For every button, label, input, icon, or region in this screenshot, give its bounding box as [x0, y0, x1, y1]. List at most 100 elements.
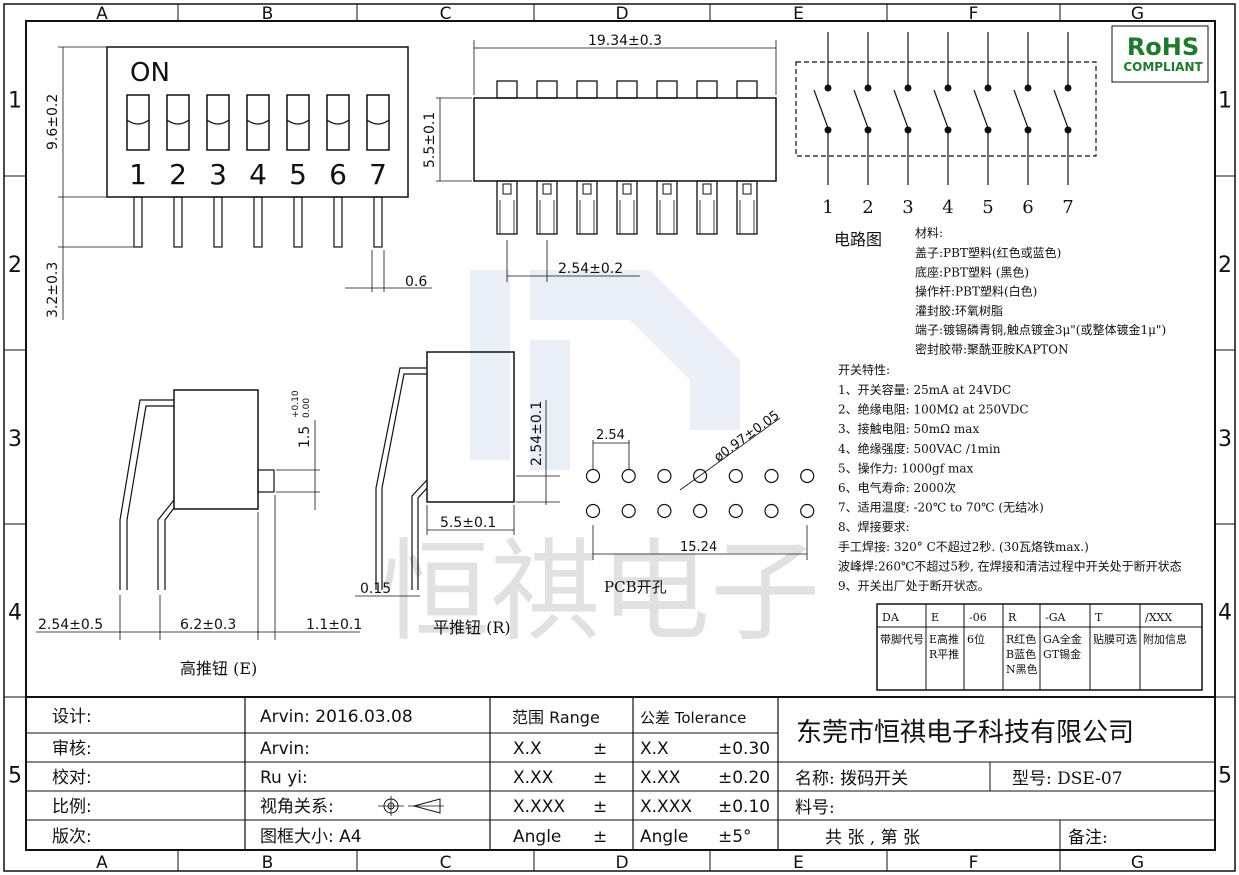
- top-tab: [576, 80, 598, 99]
- top-tab: [656, 80, 678, 99]
- actuator-slot: [366, 94, 390, 151]
- circuit-blade: [973, 89, 989, 129]
- order-code-cell: -06: [969, 611, 987, 624]
- on-label: ON: [130, 58, 170, 88]
- pin: [253, 196, 263, 248]
- order-code-desc: B蓝色: [1006, 647, 1036, 661]
- feature-line: 6、电气寿命: 2000次: [838, 480, 956, 495]
- actuator-knob: [246, 119, 270, 125]
- features-title: 开关特性:: [838, 362, 890, 377]
- circuit-blade: [813, 89, 829, 129]
- actuator-knob: [166, 119, 190, 125]
- row-label: 5: [1218, 764, 1232, 789]
- actuator-knob: [206, 119, 230, 125]
- switch-number: 2: [169, 158, 187, 191]
- high-button-view: 1.5 +0.10 0.00 2.54±0.5 6.2±0.3 1.1±0.1 …: [36, 389, 362, 678]
- actuator-knob: [126, 119, 150, 125]
- signoff-label: 审核:: [52, 739, 92, 759]
- order-code-cell: T: [1095, 611, 1103, 624]
- materials-title: 材料:: [915, 226, 943, 240]
- order-code-cell: R: [1008, 611, 1017, 624]
- range-label: X.XX: [513, 768, 554, 788]
- circuit-contact: [824, 126, 832, 134]
- top-tab: [536, 80, 558, 99]
- pcb-caption: PCB开孔: [604, 578, 667, 596]
- tolerance-value: ±0.20: [718, 768, 770, 788]
- part-number-label: 料号:: [795, 798, 835, 818]
- actuator-knob: [286, 119, 310, 125]
- tolerance-value: ±0.10: [718, 797, 770, 817]
- signoff-value: 图框大小: A4: [260, 827, 362, 847]
- actuator-slot: [286, 94, 310, 151]
- circuit-contact: [944, 126, 952, 134]
- material-line: 盖子:PBT塑料(红色或蓝色): [915, 245, 1061, 260]
- order-code-desc: R平推: [929, 647, 959, 661]
- top-tab: [616, 80, 638, 99]
- signoff-label: 校对:: [52, 768, 92, 788]
- signoff-value: Ru yi:: [260, 768, 308, 788]
- leg-detail: [542, 183, 552, 195]
- material-line: 底座:PBT塑料 (黑色): [915, 264, 1029, 279]
- range-label: X.X: [513, 739, 542, 759]
- pcb-hole: [800, 503, 815, 519]
- watermark-text: 恒祺电子: [380, 528, 820, 656]
- leg-detail: [702, 183, 712, 195]
- dim-side-height: 5.5±0.1: [422, 112, 438, 168]
- circuit-number: 1: [822, 197, 833, 218]
- bottom-leg: [696, 180, 718, 235]
- bottom-leg: [656, 180, 678, 235]
- pcb-hole: [585, 503, 601, 519]
- pin: [173, 196, 183, 248]
- circuit-number: 6: [1022, 197, 1033, 218]
- row-label: 1: [8, 89, 22, 114]
- column-label: F: [969, 4, 979, 24]
- actuator-knob: [366, 119, 390, 125]
- row-label: 2: [8, 253, 22, 278]
- pcb-hole: [764, 503, 779, 519]
- column-label: A: [96, 853, 108, 873]
- actuator-slot: [206, 94, 230, 151]
- dim-pin-width: 0.6: [405, 274, 427, 290]
- range-label: X.XXX: [513, 797, 565, 817]
- remark-label: 备注:: [1068, 828, 1108, 848]
- dim-right-offset: 1.1±0.1: [306, 617, 362, 633]
- leg-detail: [662, 183, 672, 195]
- row-label: 3: [1218, 427, 1232, 452]
- circuit-number: 7: [1062, 197, 1073, 218]
- range-header: 范围 Range: [512, 708, 600, 727]
- tolerance-label: X.XX: [640, 768, 681, 788]
- feature-line: 4、绝缘强度: 500VAC /1min: [838, 441, 1001, 456]
- materials-notes: 材料:盖子:PBT塑料(红色或蓝色)底座:PBT塑料 (黑色)操作杆:PBT塑料…: [915, 226, 1166, 357]
- switch-side-view: 19.34±0.3 5.5±0.1 2.54±0.2: [422, 33, 777, 282]
- circuit-contact: [1024, 84, 1032, 92]
- range-rows: X.X±X.XX±X.XXX±Angle±: [513, 739, 607, 847]
- tolerance-label: X.XXX: [640, 797, 692, 817]
- signoff-value: Arvin:: [260, 739, 310, 759]
- feature-line: 5、操作力: 1000gf max: [838, 460, 974, 475]
- top-tab: [696, 80, 718, 99]
- company-name: 东莞市恒祺电子科技有限公司: [796, 718, 1134, 748]
- circuit-contact: [1064, 126, 1072, 134]
- pin: [333, 196, 343, 248]
- dim-pcb-pitch: 2.54: [596, 428, 625, 443]
- pin: [373, 196, 383, 248]
- rohs-badge: RoHS COMPLIANT: [1111, 25, 1209, 83]
- actuator-slot: [126, 94, 150, 151]
- switch-number: 3: [209, 158, 227, 191]
- circuit-contact: [984, 84, 992, 92]
- pcb-hole: [764, 468, 779, 484]
- column-label: C: [440, 4, 452, 24]
- flat-button-caption: 平推钮 (R): [433, 618, 511, 637]
- bottom-leg: [576, 180, 598, 235]
- range-sign: ±: [593, 827, 607, 847]
- order-code-desc: N黑色: [1006, 662, 1038, 676]
- order-code-desc: E高推: [929, 632, 959, 646]
- pcb-hole: [657, 503, 672, 519]
- dim-flat-height: 2.54±0.1: [529, 401, 545, 466]
- order-code-desc: 带脚代号: [880, 632, 924, 646]
- dim-flat-pin: 0.15: [360, 581, 391, 597]
- pcb-hole-group: [585, 468, 815, 519]
